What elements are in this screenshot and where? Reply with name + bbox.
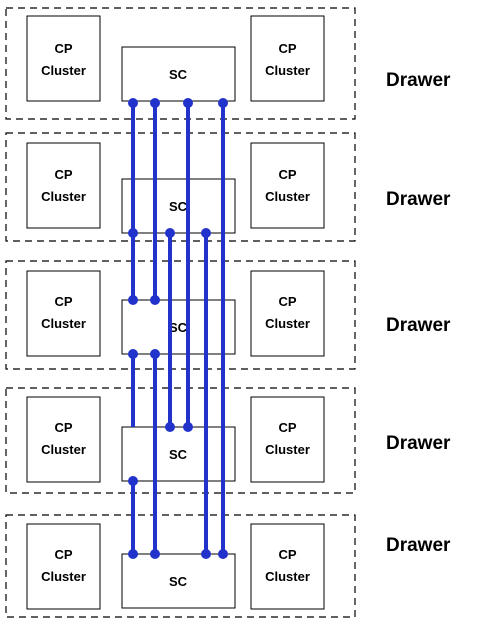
dot: [150, 98, 160, 108]
drawer-4-cp-right-line2: Cluster: [265, 442, 310, 457]
dot: [128, 295, 138, 305]
drawer-3-border: [5, 260, 356, 370]
drawer-2-cp-cluster-left: [26, 142, 101, 229]
dot: [150, 349, 160, 359]
drawer-5-sc-label: SC: [169, 574, 188, 589]
dot: [218, 549, 228, 559]
drawer-2-sc-box: [121, 178, 236, 234]
drawer-2-cp-right-line1: CP: [278, 167, 296, 182]
drawer-4-cp-cluster-left: [26, 396, 101, 483]
drawer-5-sc-box: [121, 553, 236, 609]
dot: [183, 98, 193, 108]
drawer-1-cp-right-line1: CP: [278, 41, 296, 56]
drawer-5-border: [5, 514, 356, 618]
drawer-4-sc-label: SC: [169, 447, 188, 462]
drawer-4-border: [5, 387, 356, 494]
drawer-1-sc-label: SC: [169, 67, 188, 82]
dot: [201, 549, 211, 559]
drawer-2: CP Cluster SC CP Cluster Drawer: [5, 132, 451, 242]
drawer-5-cp-cluster-right: [250, 523, 325, 610]
drawer-1-cp-cluster-right: [250, 15, 325, 102]
drawer-1-sc-box: [121, 46, 236, 102]
drawer-1-cp-left-line2: Cluster: [41, 63, 86, 78]
dot: [150, 295, 160, 305]
drawer-3-cp-left-line1: CP: [54, 294, 72, 309]
dot: [128, 549, 138, 559]
dot: [128, 228, 138, 238]
drawer-1-cp-cluster-left: [26, 15, 101, 102]
sc-fabric-connections: [128, 98, 228, 559]
drawer-2-cp-left-line1: CP: [54, 167, 72, 182]
drawer-2-cp-right-line2: Cluster: [265, 189, 310, 204]
drawer-3-cp-right-line2: Cluster: [265, 316, 310, 331]
drawer-3-cp-cluster-right: [250, 270, 325, 357]
drawer-1-label: Drawer: [386, 70, 451, 91]
dot: [183, 422, 193, 432]
drawer-4-cp-left-line1: CP: [54, 420, 72, 435]
drawer-5-cp-right-line2: Cluster: [265, 569, 310, 584]
dot: [165, 228, 175, 238]
dot: [165, 422, 175, 432]
drawer-4-cp-cluster-right: [250, 396, 325, 483]
dot: [201, 228, 211, 238]
drawer-4-label: Drawer: [386, 433, 451, 454]
dot: [150, 549, 160, 559]
dot: [128, 349, 138, 359]
dot: [128, 98, 138, 108]
drawer-1-border: [5, 7, 356, 120]
drawer-4-cp-left-line2: Cluster: [41, 442, 86, 457]
drawer-5-cp-right-line1: CP: [278, 547, 296, 562]
drawer-4: CP Cluster SC CP Cluster Drawer: [5, 387, 451, 494]
drawer-3-cp-left-line2: Cluster: [41, 316, 86, 331]
drawer-2-sc-label: SC: [169, 199, 188, 214]
drawer-2-cp-left-line2: Cluster: [41, 189, 86, 204]
dot: [128, 476, 138, 486]
drawer-3-sc-label: SC: [169, 320, 188, 335]
drawer-1: CP Cluster SC CP Cluster Drawer: [5, 7, 451, 120]
drawer-5-label: Drawer: [386, 535, 451, 556]
drawer-2-label: Drawer: [386, 189, 451, 210]
drawer-1-cp-right-line2: Cluster: [265, 63, 310, 78]
drawer-4-cp-right-line1: CP: [278, 420, 296, 435]
drawer-5-cp-left-line1: CP: [54, 547, 72, 562]
drawer-3-sc-box: [121, 299, 236, 355]
drawer-2-border: [5, 132, 356, 242]
drawer-4-sc-box: [121, 426, 236, 482]
drawer-2-cp-cluster-right: [250, 142, 325, 229]
drawer-3-cp-right-line1: CP: [278, 294, 296, 309]
drawer-1-cp-left-line1: CP: [54, 41, 72, 56]
drawer-3-cp-cluster-left: [26, 270, 101, 357]
drawer-5: CP Cluster SC CP Cluster Drawer: [5, 514, 451, 618]
drawer-5-cp-cluster-left: [26, 523, 101, 610]
drawer-5-cp-left-line2: Cluster: [41, 569, 86, 584]
drawer-3: CP Cluster SC CP Cluster Drawer: [5, 260, 451, 370]
drawer-3-label: Drawer: [386, 315, 451, 336]
dot: [218, 98, 228, 108]
